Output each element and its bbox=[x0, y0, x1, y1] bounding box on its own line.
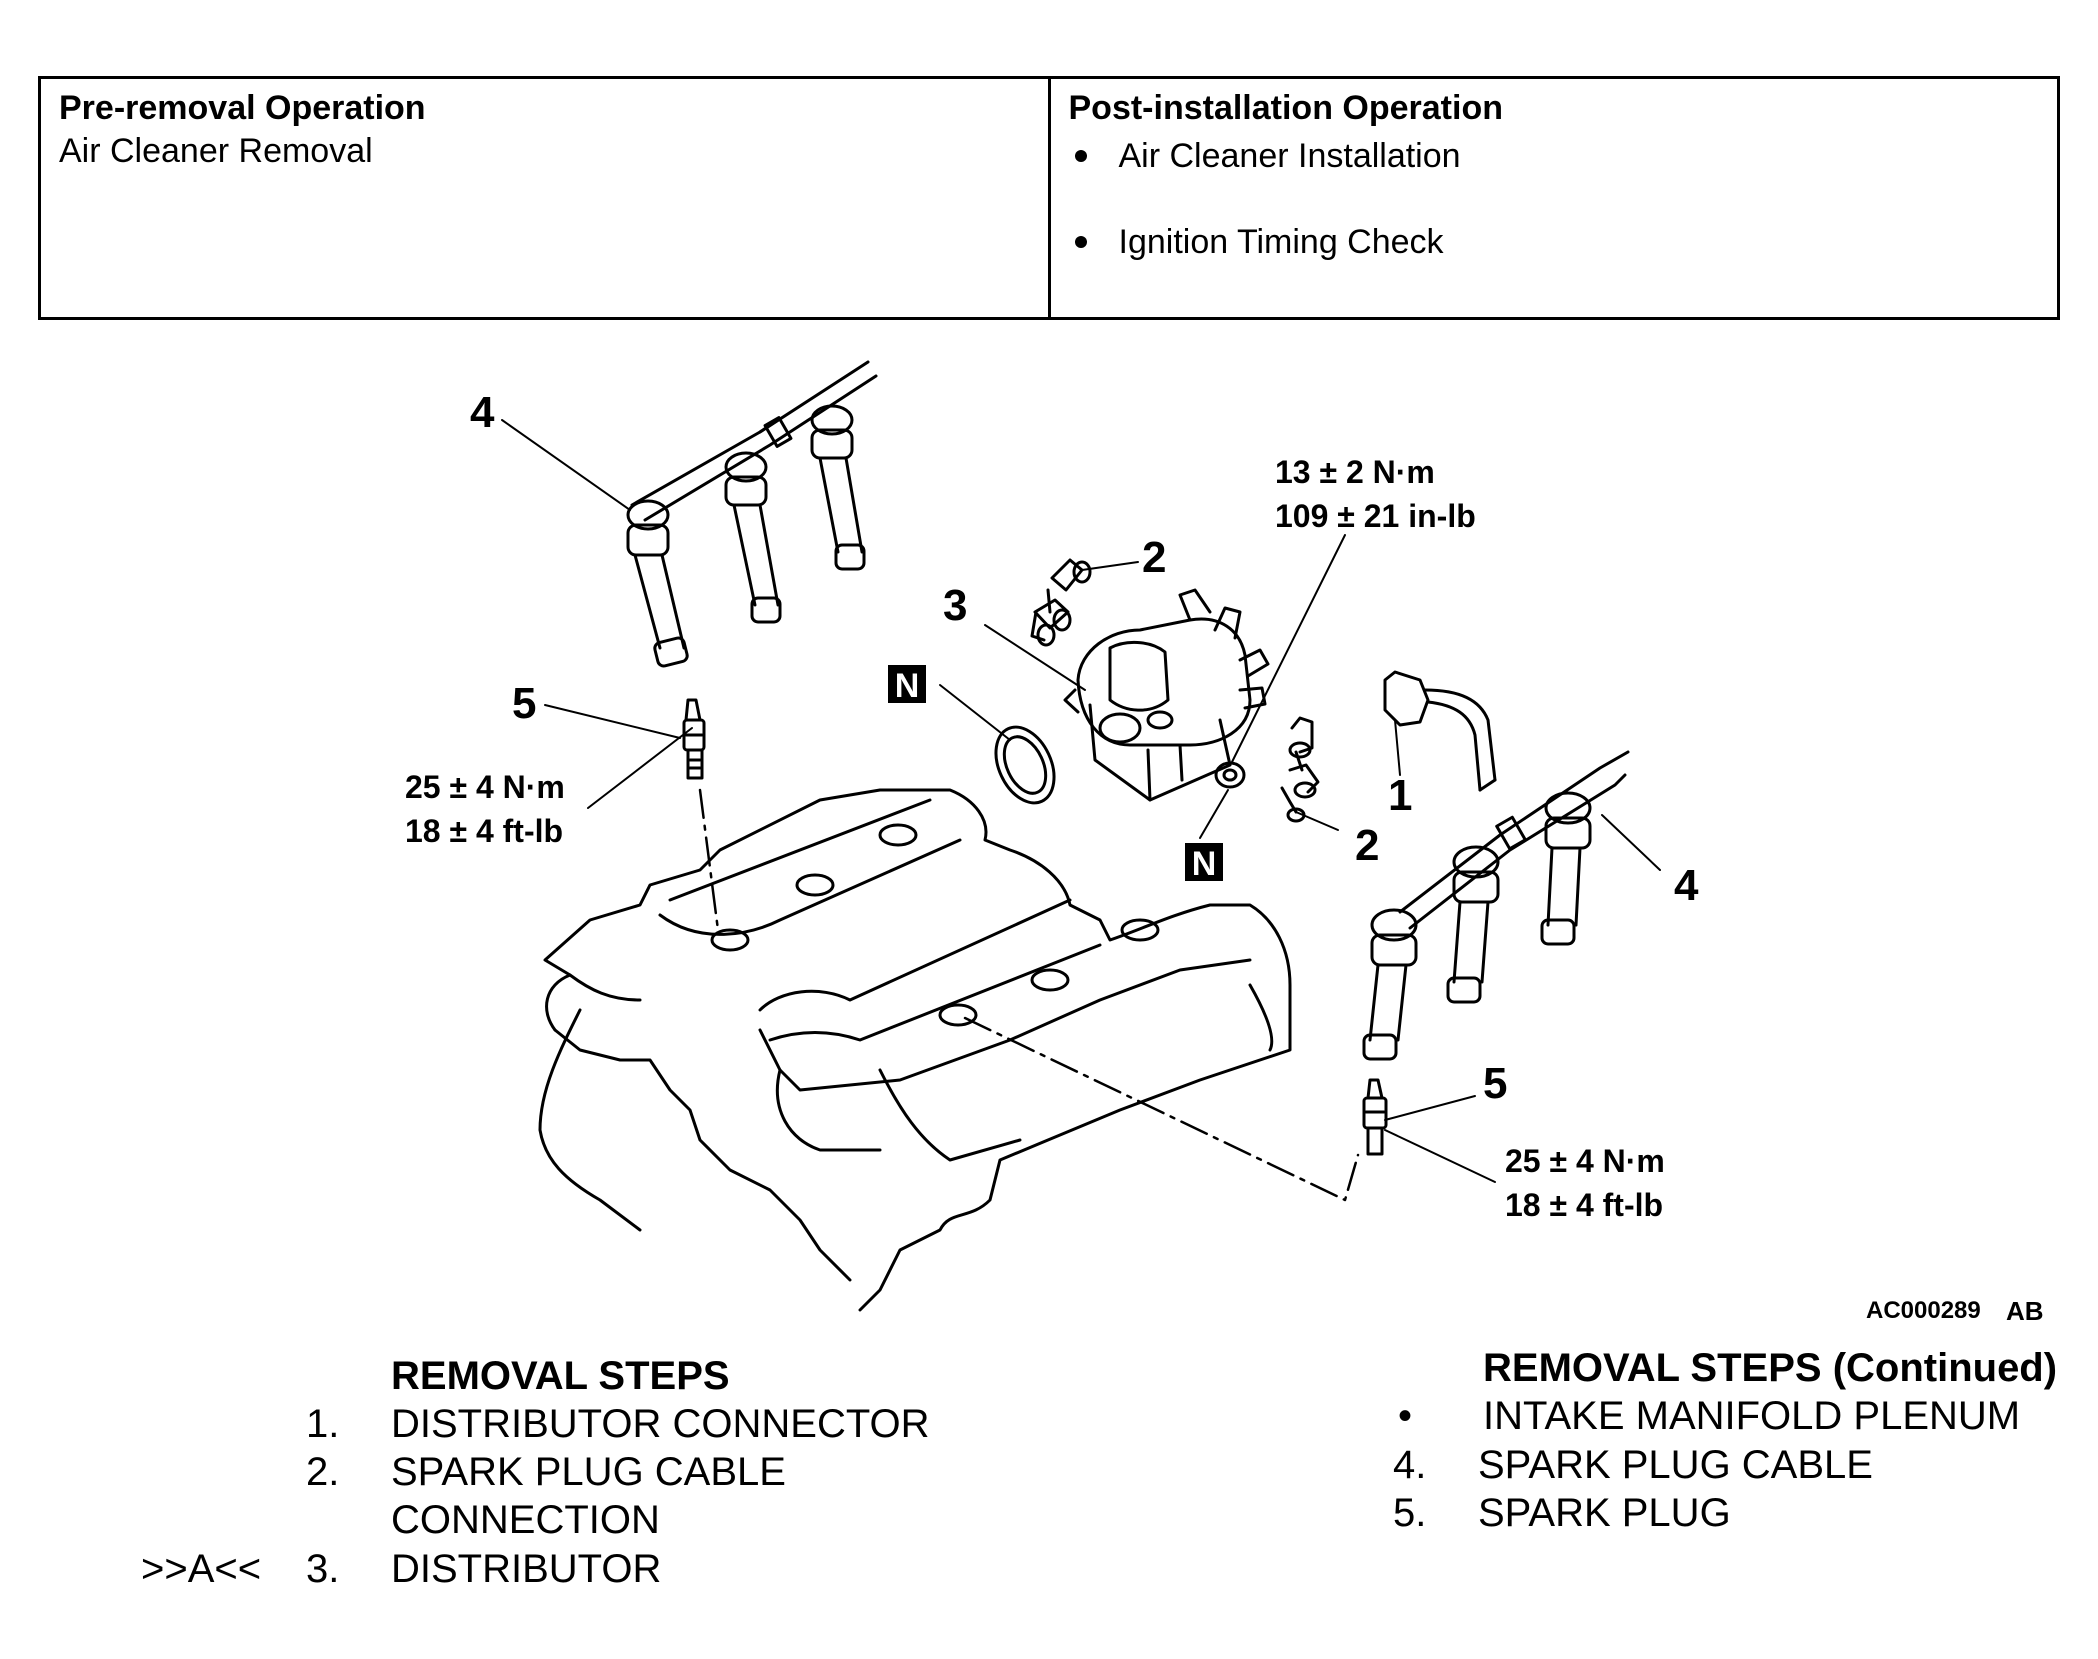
pre-removal-item: Air Cleaner Removal bbox=[59, 132, 373, 170]
step-text: SPARK PLUG CABLE bbox=[391, 1450, 786, 1494]
post-installation-item: Air Cleaner Installation bbox=[1069, 132, 2040, 180]
cable-connection-right bbox=[1280, 716, 1320, 823]
spark-plug-left bbox=[682, 698, 706, 780]
distributor-connector bbox=[1383, 670, 1497, 792]
distributor-o-ring bbox=[994, 725, 1056, 805]
torque-plug-left-imperial: 18 ± 4 ft-lb bbox=[405, 813, 563, 849]
removal-steps-continued-heading: REMOVAL STEPS (Continued) bbox=[1483, 1346, 2058, 1390]
step-text: INTAKE MANIFOLD PLENUM bbox=[1483, 1394, 2021, 1438]
callout-2-top: 2 bbox=[1142, 533, 1166, 582]
torque-distributor-imperial: 109 ± 21 in-lb bbox=[1275, 498, 1476, 534]
step-number: 4. bbox=[1393, 1443, 1427, 1487]
post-installation-list: Air Cleaner Installation Ignition Timing… bbox=[1069, 132, 2040, 266]
torque-distributor-metric: 13 ± 2 N·m bbox=[1275, 454, 1435, 490]
cable-connection-top bbox=[1030, 558, 1092, 647]
step-bullet: • bbox=[1398, 1394, 1413, 1438]
torque-plug-left-metric: 25 ± 4 N·m bbox=[405, 769, 565, 805]
distributor bbox=[1063, 588, 1270, 802]
bullet-icon bbox=[1074, 150, 1087, 162]
svg-text:N: N bbox=[895, 667, 920, 705]
callout-4-right: 4 bbox=[1674, 861, 1699, 910]
post-installation-item-text: Ignition Timing Check bbox=[1118, 222, 1444, 261]
spark-plug-right bbox=[1362, 1078, 1388, 1156]
callout-2-right: 2 bbox=[1355, 821, 1379, 870]
step-text: DISTRIBUTOR bbox=[391, 1547, 662, 1591]
removal-steps-heading: REMOVAL STEPS bbox=[391, 1354, 730, 1398]
callout-4-left: 4 bbox=[470, 388, 495, 437]
n-replace-marker-oring: N bbox=[888, 665, 926, 705]
n-replace-marker-bolt: N bbox=[1185, 843, 1223, 883]
step-text: DISTRIBUTOR CONNECTOR bbox=[391, 1402, 930, 1446]
post-installation-cell: Post-installation Operation Air Cleaner … bbox=[1047, 79, 2058, 317]
spark-plug-cable-left bbox=[626, 360, 878, 668]
pre-removal-cell: Pre-removal Operation Air Cleaner Remova… bbox=[41, 79, 1048, 317]
callout-3: 3 bbox=[943, 581, 967, 630]
post-installation-heading: Post-installation Operation bbox=[1068, 89, 1503, 127]
step-service-marker: >>A<< bbox=[141, 1547, 262, 1591]
step-number: 2. bbox=[306, 1450, 340, 1494]
callout-5-left: 5 bbox=[512, 679, 536, 728]
svg-text:N: N bbox=[1192, 845, 1217, 883]
torque-plug-right-imperial: 18 ± 4 ft-lb bbox=[1505, 1187, 1663, 1223]
engine-block bbox=[538, 788, 1292, 1312]
step-number: 3. bbox=[306, 1547, 340, 1591]
figure-id: AC000289 bbox=[1866, 1297, 1981, 1324]
operations-table: Pre-removal Operation Air Cleaner Remova… bbox=[38, 76, 2060, 320]
step-text-continuation: CONNECTION bbox=[391, 1498, 660, 1542]
spark-plug-cable-right bbox=[1362, 750, 1630, 1061]
step-text: SPARK PLUG bbox=[1478, 1491, 1731, 1535]
post-installation-item: Ignition Timing Check bbox=[1069, 218, 2040, 266]
bullet-icon bbox=[1074, 236, 1087, 248]
pre-removal-heading: Pre-removal Operation bbox=[59, 89, 426, 127]
torque-plug-right-metric: 25 ± 4 N·m bbox=[1505, 1143, 1665, 1179]
callout-1: 1 bbox=[1388, 771, 1412, 820]
distributor-bolt bbox=[1214, 761, 1246, 789]
step-text: SPARK PLUG CABLE bbox=[1478, 1443, 1873, 1487]
step-number: 5. bbox=[1393, 1491, 1427, 1535]
step-number: 1. bbox=[306, 1402, 340, 1446]
leader-lines bbox=[501, 419, 1661, 1183]
callout-5-right: 5 bbox=[1483, 1059, 1507, 1108]
figure-id-suffix: AB bbox=[2006, 1296, 2044, 1326]
post-installation-item-text: Air Cleaner Installation bbox=[1118, 136, 1461, 175]
